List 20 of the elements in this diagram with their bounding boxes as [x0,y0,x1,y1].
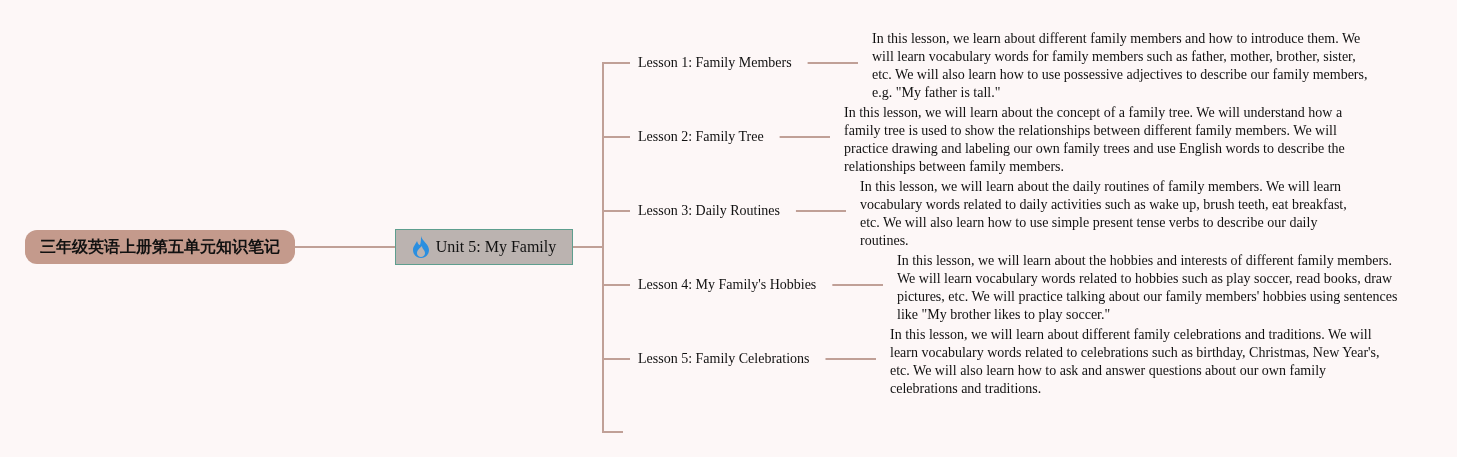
lesson-title: Lesson 4: My Family's Hobbies [630,276,833,294]
connector-line [294,246,396,248]
lesson-title: Lesson 2: Family Tree [630,128,780,146]
root-topic-box: 三年级英语上册第五单元知识笔记 [25,230,295,264]
description-text: In this lesson, we will learn about the daily routines of family members. We will learn vocabulary words related to daily activities such as wake up, brush teeth, eat breakfast, etc. We will also learn how to use simple present tense verbs to describe our daily routines. [846,178,1361,250]
description-text: In this lesson, we will learn about the concept of a family tree. We will understand how a family tree is used to show the relationships between different family members. We will practice drawing and labeling our own family trees and use English words to describe the relationships between family members. [830,104,1345,176]
lesson-title: Lesson 5: Family Celebrations [630,350,826,368]
lesson-title: Lesson 3: Daily Routines [630,202,796,220]
connector-line [824,358,877,360]
topic-label: Unit 5: My Family [435,238,557,256]
connector-line [806,62,859,64]
connector-line [778,136,831,138]
description-text: In this lesson, we will learn about different family celebrations and traditions. We will learn vocabulary words related to celebrations such as birthday, Christmas, New Year's, etc. We will also learn how to ask and answer questions about our own family celebrations and traditions. [876,326,1391,398]
topic-box [395,229,573,265]
description-text: In this lesson, we will learn about the hobbies and interests of different family members. We will learn vocabulary words related to hobbies such as play soccer, read books, draw pictures, etc. We will practice talking about our family members' hobbies using sentences like "My brother likes to play soccer." [883,252,1403,324]
lesson-title: Lesson 1: Family Members [630,54,808,72]
description-text: In this lesson, we learn about different family members and how to introduce them. We will learn vocabulary words for family members such as father, mother, brother, sister, etc. We will also learn how to use possessive adjectives to describe our family members, e.g. "My father is tall." [858,30,1373,102]
connector-line [572,246,624,433]
connector-line [794,210,847,212]
connector-line [831,284,884,286]
